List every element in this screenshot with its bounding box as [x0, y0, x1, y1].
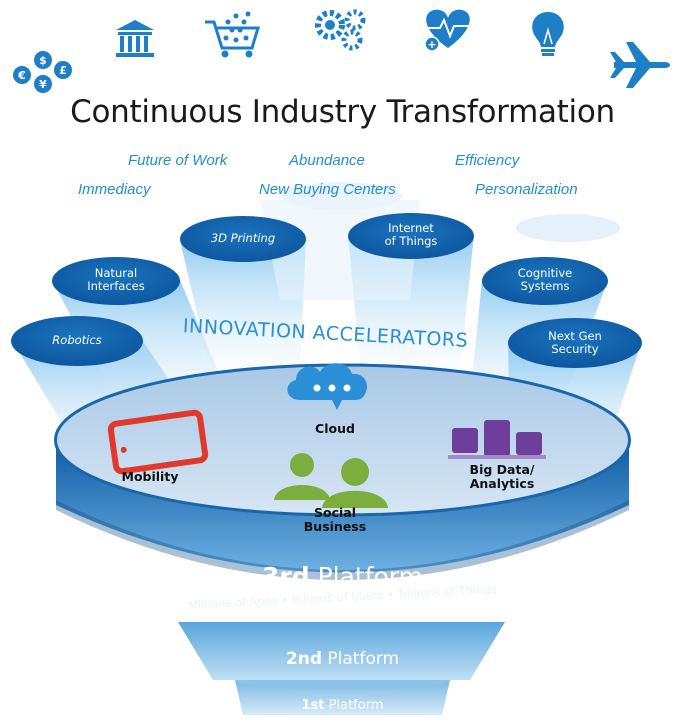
- big-data-icon: [448, 420, 546, 459]
- capability-cloud-label: Cloud: [315, 421, 355, 436]
- trend-personalization: Personalization: [475, 181, 578, 198]
- svg-text:$: $: [39, 54, 47, 67]
- cloud-icon: [287, 363, 367, 410]
- trend-future-of-work: Future of Work: [128, 152, 228, 169]
- capability-big-data-label: Big Data/Analytics: [469, 462, 535, 491]
- light-bulb-icon: [532, 12, 564, 56]
- capability-mobility-label: Mobility: [121, 469, 179, 484]
- page-title: Continuous Industry Transformation: [70, 94, 615, 130]
- accelerator-3d-printing: 3D Printing: [210, 231, 276, 245]
- svg-text:¥: ¥: [39, 78, 47, 91]
- gears-icon: [315, 9, 366, 51]
- accelerator-robotics: Robotics: [52, 333, 102, 347]
- currency-icon: € $ ¥ £: [13, 51, 72, 93]
- trend-immediacy: Immediacy: [78, 181, 151, 198]
- second-platform: [178, 622, 505, 680]
- health-icon: +: [424, 9, 470, 52]
- trend-abundance: Abundance: [289, 152, 365, 169]
- airplane-icon: [610, 42, 670, 88]
- trend-new-buying-centers: New Buying Centers: [259, 181, 396, 198]
- shopping-cart-icon: [205, 11, 261, 58]
- mobility-icon: [107, 409, 209, 475]
- svg-text:£: £: [59, 64, 67, 77]
- first-platform-label: 1st Platform: [301, 698, 384, 713]
- social-business-icon: [274, 453, 388, 508]
- second-platform-label: 2nd Platform: [285, 649, 400, 669]
- accelerator-caps: [11, 182, 642, 368]
- bank-icon: [116, 20, 154, 57]
- svg-text:+: +: [427, 38, 436, 51]
- svg-text:€: €: [17, 69, 26, 82]
- trend-efficiency: Efficiency: [455, 152, 520, 169]
- third-platform-label: 3rd Platform: [261, 562, 423, 591]
